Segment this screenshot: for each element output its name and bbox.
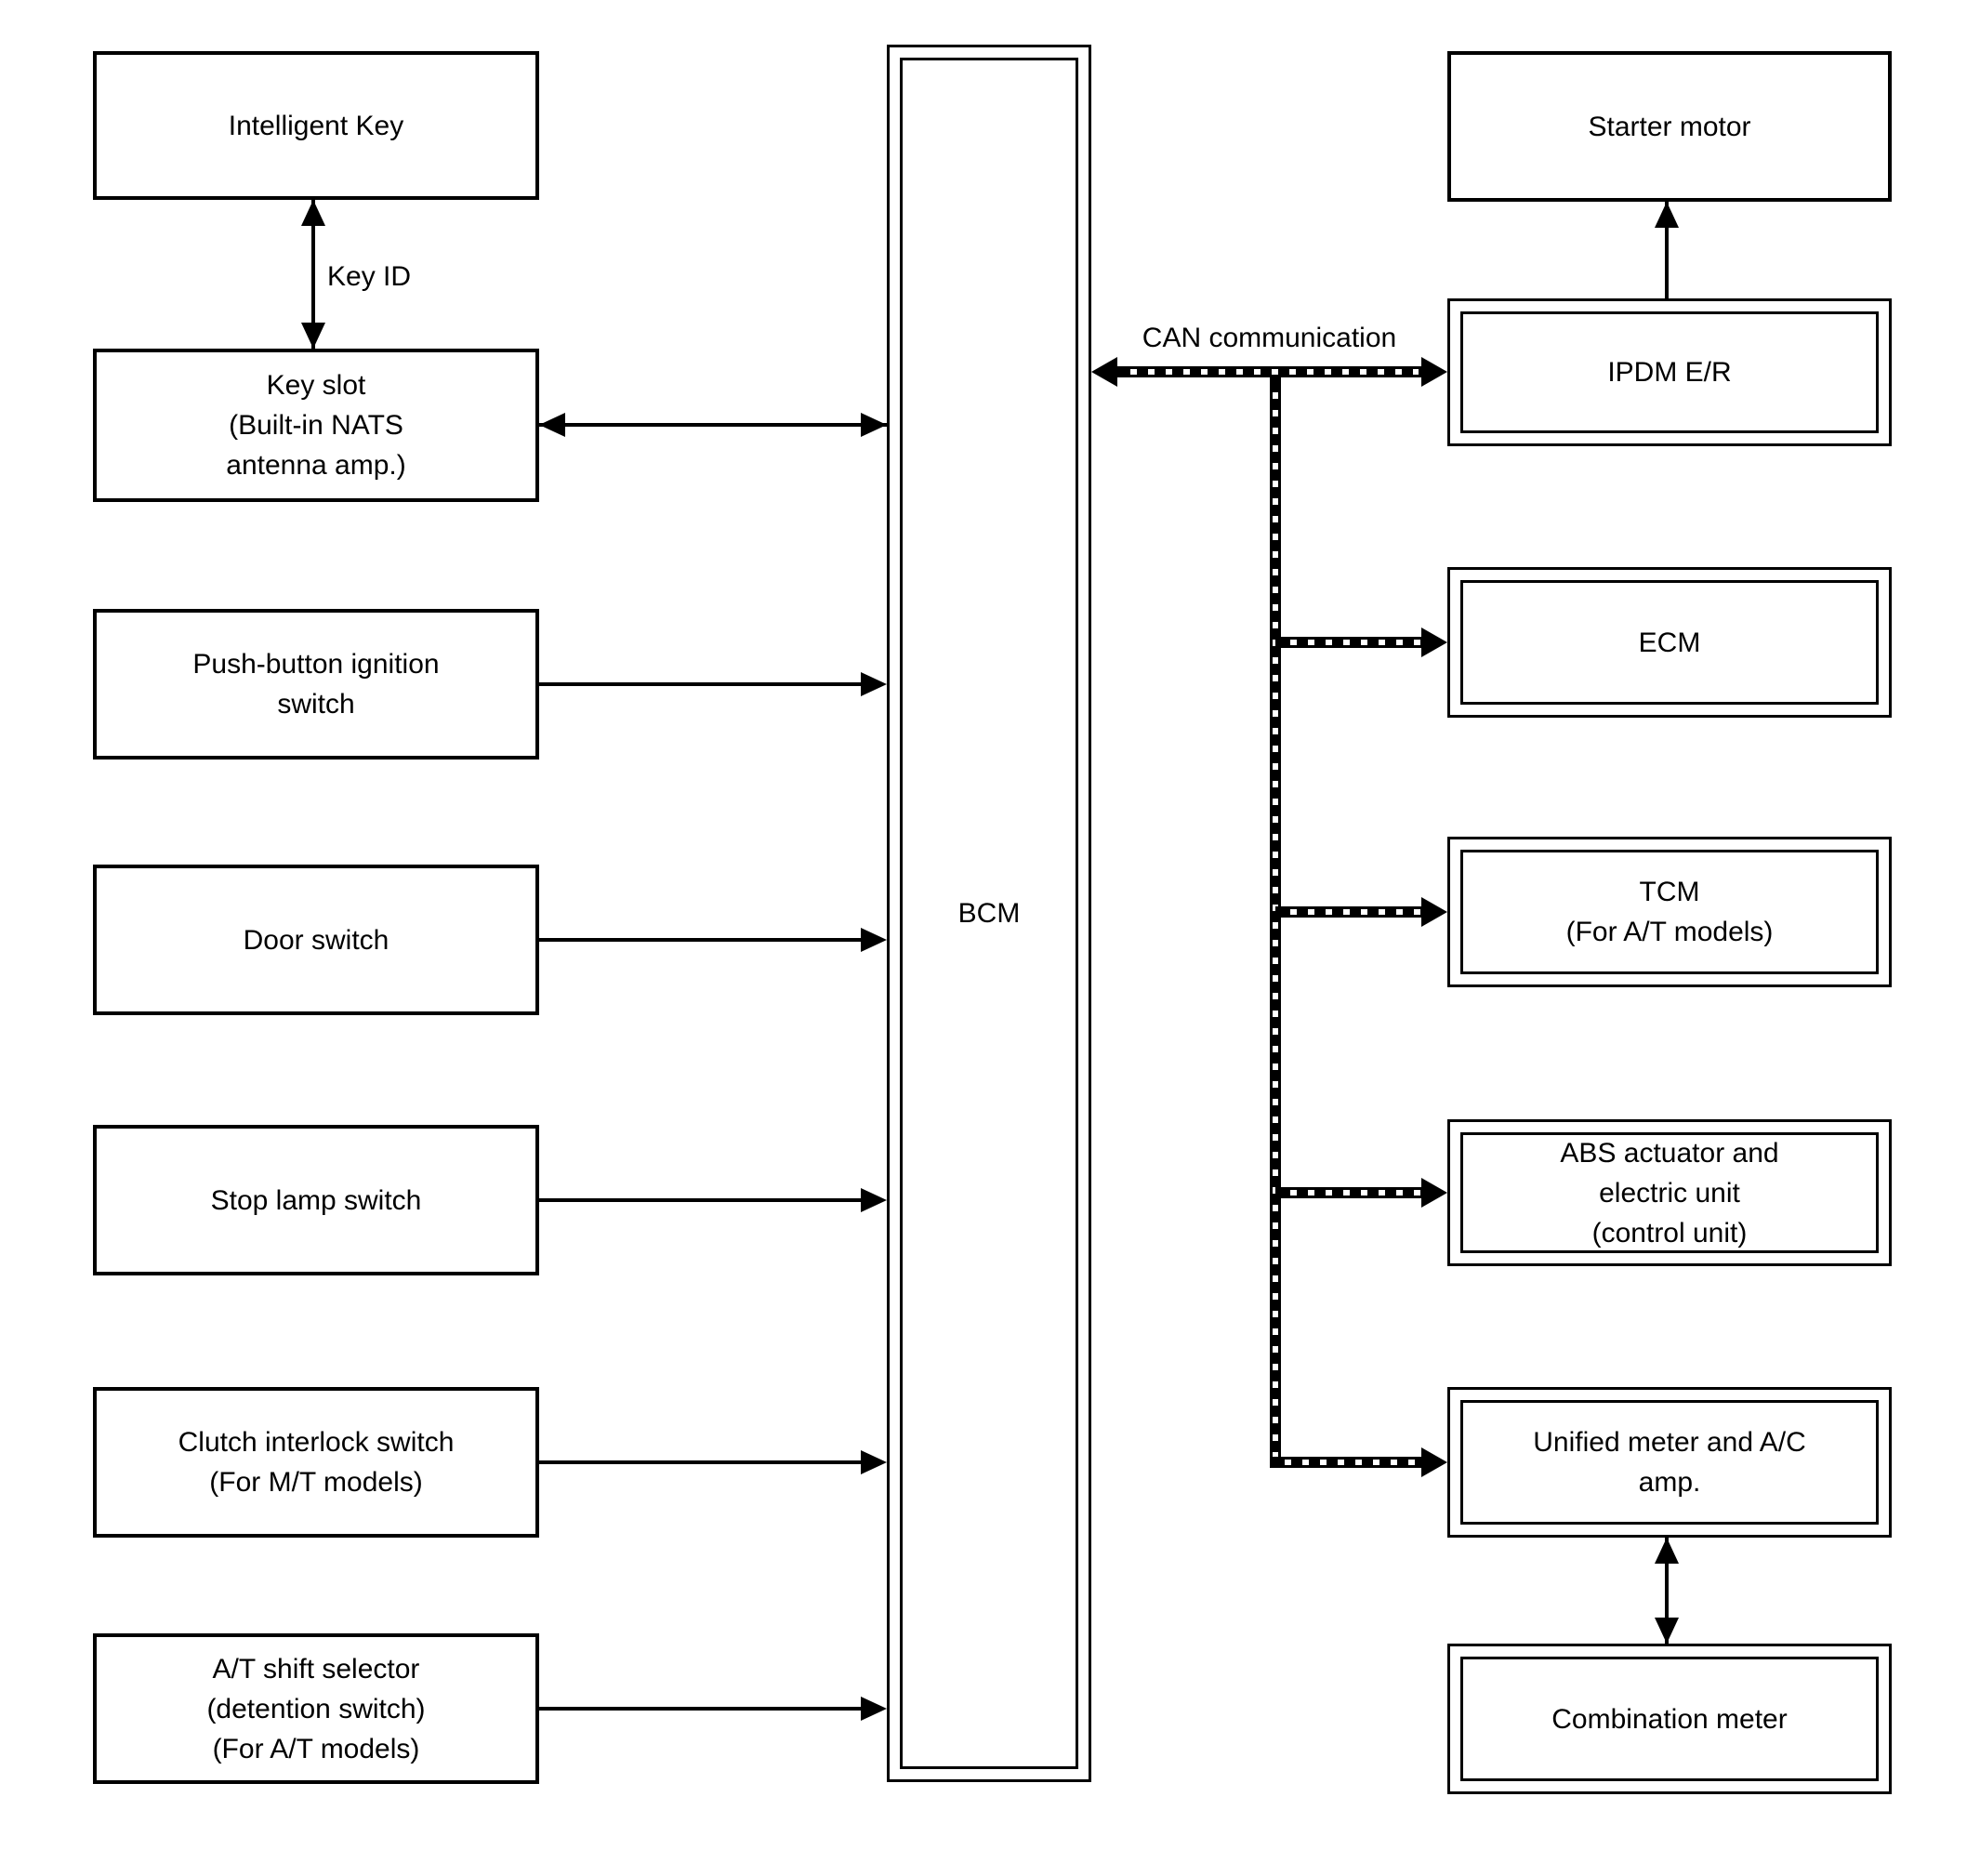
- node-combination-meter-label: Combination meter: [1551, 1703, 1788, 1735]
- node-door-switch-label: Door switch: [243, 924, 389, 956]
- node-ipdm-er-label: IPDM E/R: [1607, 357, 1732, 388]
- node-ecm: ECM: [1447, 567, 1892, 718]
- node-abs-actuator: ABS actuator and electric unit (control …: [1447, 1119, 1892, 1266]
- node-ipdm-er: IPDM E/R: [1447, 298, 1892, 446]
- node-at-shift-selector-label: A/T shift selector (detention switch) (F…: [206, 1653, 426, 1764]
- node-unified-meter-ac-amp-label: Unified meter and A/C amp.: [1533, 1427, 1806, 1498]
- node-tcm-label: TCM (For A/T models): [1565, 877, 1774, 947]
- node-push-button-ignition-switch-label: Push-button ignition switch: [192, 649, 440, 720]
- node-push-button-ignition-switch: Push-button ignition switch: [93, 609, 539, 760]
- node-stop-lamp-switch-label: Stop lamp switch: [210, 1184, 422, 1216]
- node-bcm: BCM: [887, 45, 1091, 1782]
- can-communication-label: CAN communication: [1142, 323, 1397, 353]
- node-at-shift-selector: A/T shift selector (detention switch) (F…: [93, 1633, 539, 1784]
- node-unified-meter-ac-amp: Unified meter and A/C amp.: [1447, 1387, 1892, 1538]
- node-ecm-label: ECM: [1638, 627, 1701, 658]
- node-intelligent-key-label: Intelligent Key: [228, 110, 404, 141]
- node-key-slot: Key slot (Built-in NATS antenna amp.): [93, 349, 539, 502]
- node-abs-actuator-label: ABS actuator and electric unit (control …: [1560, 1137, 1779, 1248]
- node-tcm: TCM (For A/T models): [1447, 837, 1892, 987]
- node-combination-meter: Combination meter: [1447, 1644, 1892, 1794]
- can-bus-trunk-line: [1270, 377, 1281, 1468]
- key-id-label: Key ID: [327, 261, 412, 292]
- node-starter-motor: Starter motor: [1447, 51, 1892, 202]
- node-door-switch: Door switch: [93, 865, 539, 1015]
- node-intelligent-key: Intelligent Key: [93, 51, 539, 200]
- node-clutch-interlock-switch-label: Clutch interlock switch (For M/T models): [178, 1427, 455, 1498]
- node-starter-motor-label: Starter motor: [1588, 111, 1751, 142]
- node-stop-lamp-switch: Stop lamp switch: [93, 1125, 539, 1275]
- node-bcm-label: BCM: [957, 898, 1021, 929]
- node-key-slot-label: Key slot (Built-in NATS antenna amp.): [226, 370, 406, 481]
- node-clutch-interlock-switch: Clutch interlock switch (For M/T models): [93, 1387, 539, 1538]
